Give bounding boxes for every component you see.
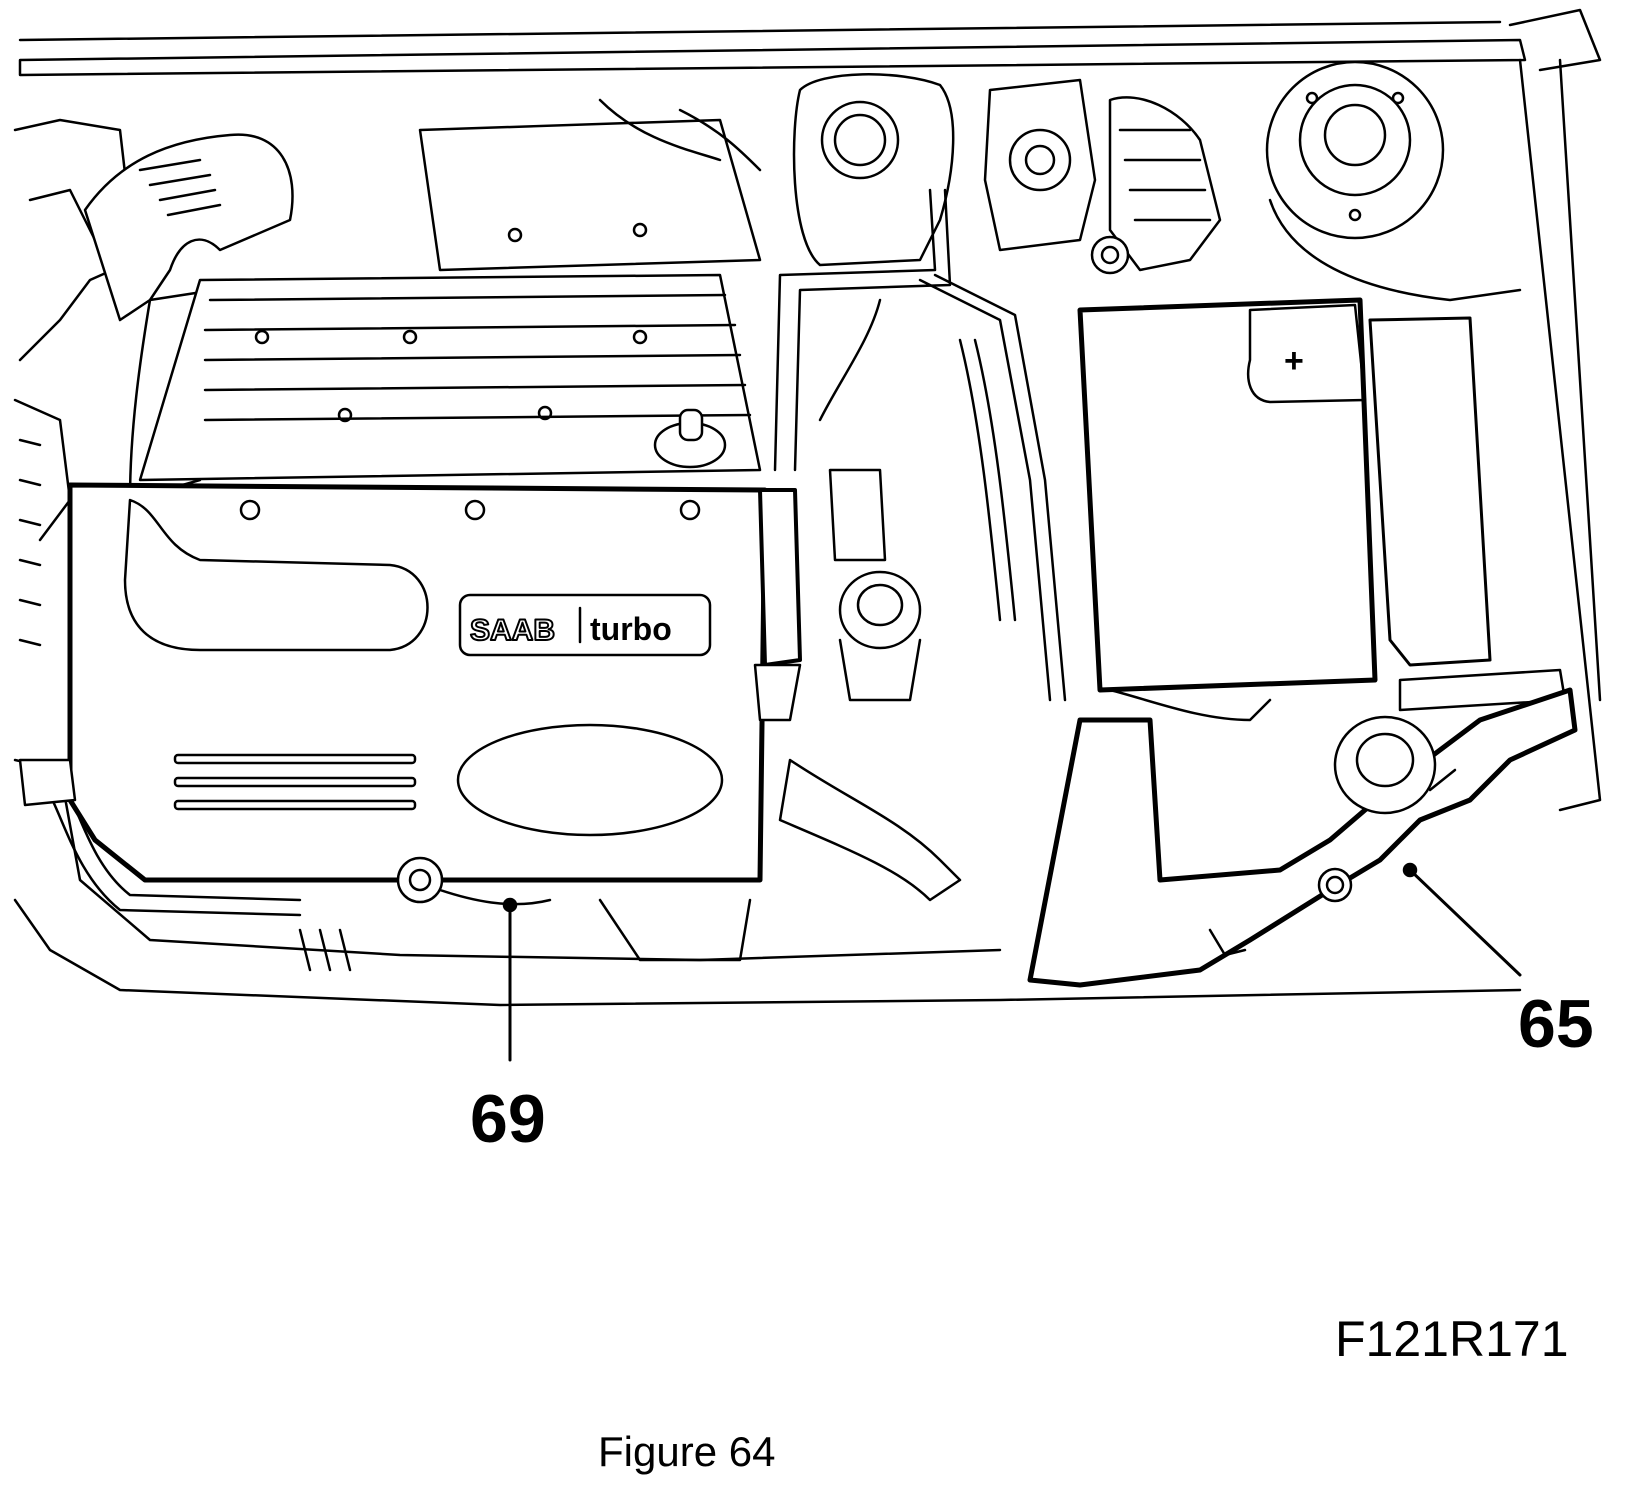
callout-65-label: 65 (1518, 986, 1594, 1062)
hood-frame (18, 8, 1602, 812)
fuse-box (1368, 316, 1567, 712)
engine-cover (67, 482, 768, 904)
center-hoses (418, 98, 1067, 902)
leader-dot-65 (1402, 862, 1418, 878)
lower-left-hoses (18, 758, 752, 972)
strut-tower (1265, 60, 1522, 302)
badge-brand: SAAB (470, 614, 555, 647)
coolant-reservoir (773, 73, 955, 472)
battery-cover-bracket (1027, 687, 1578, 988)
leader-dot-69 (502, 897, 518, 913)
badge-model: turbo (590, 611, 672, 647)
leader-line-65 (1408, 868, 1522, 977)
callout-69-label: 69 (470, 1081, 546, 1157)
cylinder-head (138, 273, 762, 482)
battery-positive-symbol: + (1284, 342, 1304, 380)
relay-cluster (1090, 96, 1222, 275)
cover-side-bracket (753, 488, 802, 722)
brake-reservoir (983, 78, 1097, 252)
figure-code: F121R171 (1335, 1311, 1569, 1367)
battery (1077, 297, 1378, 722)
figure-caption: Figure 64 (598, 1428, 776, 1475)
